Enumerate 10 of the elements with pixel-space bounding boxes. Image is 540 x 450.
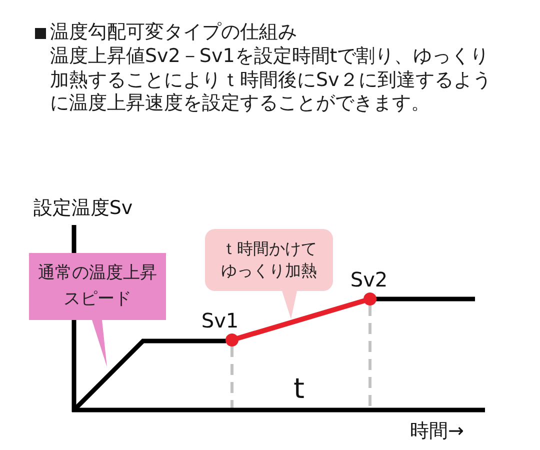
interval-label: t (294, 372, 304, 406)
point-label: Sv2 (350, 268, 388, 292)
callout-text: 通常の温度上昇スピード (37, 262, 158, 311)
point-label: Sv1 (201, 310, 239, 332)
callout-text: ｔ時間かけてゆっくり加熱 (220, 238, 318, 282)
heading: 温度勾配可変タイプの仕組み (50, 21, 297, 44)
description-text: 温度上昇値Sv2－Sv1を設定時間tで割り、ゆっくり加熱することによりｔ時間後にSv２に到達するように温度上昇速度を設定することができます。 (50, 45, 492, 116)
speech-bubble (29, 253, 166, 369)
axis-title: 時間→ (410, 421, 464, 443)
axis-title: 設定温度Sv (33, 198, 133, 220)
